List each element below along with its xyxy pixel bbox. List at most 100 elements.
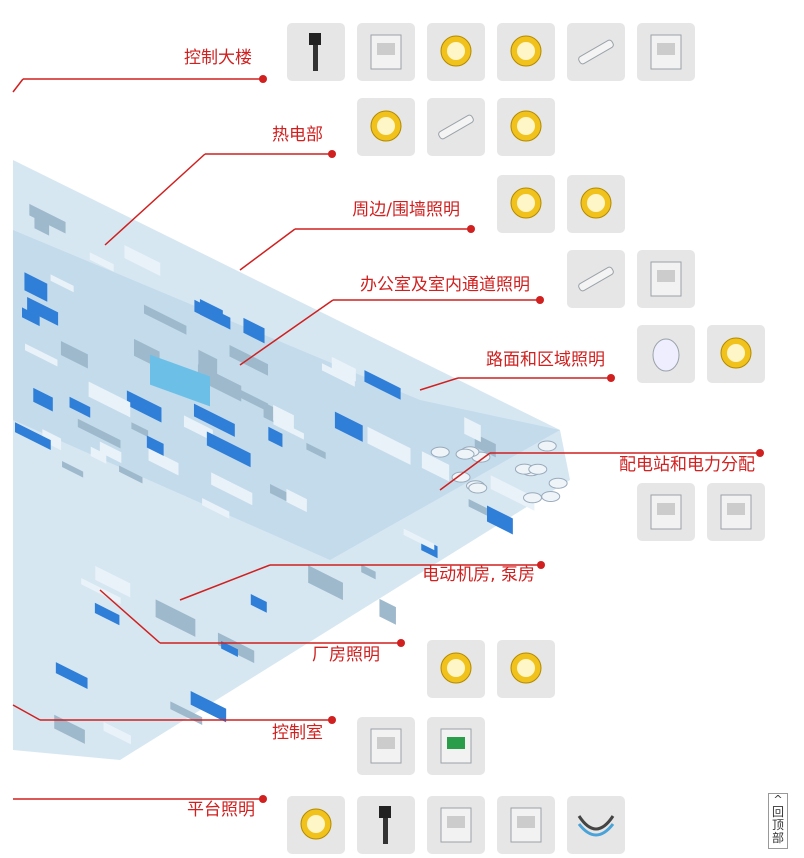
product-tile[interactable] (357, 796, 415, 854)
building (131, 422, 149, 438)
product-tile[interactable] (567, 175, 625, 233)
pendant-lamp-icon (720, 337, 752, 369)
flexible-conduit-icon (577, 815, 615, 837)
building (50, 274, 74, 293)
section-label[interactable]: 办公室及室内通道照明 (360, 275, 530, 295)
street-light-icon (652, 338, 680, 372)
product-tile[interactable] (567, 796, 625, 854)
section-label[interactable]: 配电站和电力分配 (619, 455, 755, 475)
building (33, 387, 53, 412)
spotlight-icon (580, 187, 612, 219)
floodlight-icon (510, 35, 542, 67)
exit-sign-icon (440, 728, 472, 764)
building (221, 640, 238, 657)
product-tile[interactable] (567, 23, 625, 81)
product-tile[interactable] (497, 796, 555, 854)
building (230, 384, 269, 412)
product-tile[interactable] (567, 250, 625, 308)
pole-light-icon (379, 806, 391, 844)
tube-light-icon (578, 266, 614, 292)
building (15, 422, 51, 451)
product-tile[interactable] (287, 23, 345, 81)
product-tile[interactable] (427, 640, 485, 698)
glass-dome-lamp-icon (370, 110, 402, 142)
building (268, 426, 283, 448)
product-tile[interactable] (287, 796, 345, 854)
building (217, 632, 255, 664)
section-label[interactable]: 厂房照明 (312, 645, 380, 665)
building (202, 498, 230, 519)
led-strip-fixture-icon (438, 114, 474, 140)
building (321, 363, 355, 387)
building (190, 690, 227, 723)
building (21, 307, 40, 327)
product-tile[interactable] (497, 175, 555, 233)
product-tile[interactable] (497, 23, 555, 81)
building (77, 418, 121, 449)
building (89, 252, 114, 272)
section-label[interactable]: 路面和区域照明 (486, 350, 605, 370)
panel-floodlight-icon (510, 187, 542, 219)
building (486, 505, 513, 535)
building (34, 215, 50, 236)
section-label[interactable]: 电动机房, 泵房 (422, 565, 535, 585)
product-tile[interactable] (357, 98, 415, 156)
product-tile[interactable] (427, 98, 485, 156)
platform-lamp-icon (300, 808, 332, 840)
product-tile[interactable] (357, 23, 415, 81)
product-tile[interactable] (707, 325, 765, 383)
junction-box-icon (650, 261, 682, 297)
building (198, 349, 218, 377)
product-tile[interactable] (427, 23, 485, 81)
emergency-light-icon (370, 728, 402, 764)
building (183, 415, 213, 442)
building (54, 714, 85, 744)
building (143, 304, 187, 335)
building (88, 381, 131, 418)
building (211, 472, 253, 506)
building (42, 429, 62, 451)
building (146, 435, 164, 456)
building (119, 465, 143, 484)
building (124, 245, 161, 276)
product-tile[interactable] (497, 98, 555, 156)
product-tile[interactable] (427, 717, 485, 775)
building (273, 404, 294, 431)
building (103, 721, 131, 745)
section-label[interactable]: 周边/围墙照明 (352, 200, 460, 220)
section-label[interactable]: 控制大楼 (184, 48, 252, 68)
product-tile[interactable] (707, 483, 765, 541)
back-to-top-button[interactable]: ^ 回顶部 (768, 793, 788, 849)
building (25, 343, 58, 367)
chevron-up-icon: ^ (773, 793, 783, 806)
building (367, 426, 411, 465)
building (490, 475, 535, 511)
explosion-proof-panel-icon (370, 34, 402, 70)
building (206, 431, 251, 468)
building (306, 442, 326, 460)
product-tile[interactable] (637, 23, 695, 81)
product-tile[interactable] (637, 250, 695, 308)
product-tile[interactable] (357, 717, 415, 775)
building (331, 356, 356, 382)
floodlight-icon (440, 652, 472, 684)
product-tile[interactable] (497, 640, 555, 698)
building (194, 299, 231, 330)
building (62, 460, 84, 478)
building (55, 662, 88, 689)
distribution-cabinet-icon (650, 494, 682, 530)
product-tile[interactable] (427, 796, 485, 854)
building (334, 411, 363, 442)
section-label[interactable]: 热电部 (272, 125, 323, 145)
building (69, 396, 91, 418)
building (90, 446, 107, 464)
building (364, 370, 401, 400)
building (464, 417, 481, 443)
product-tile[interactable] (637, 483, 695, 541)
building (379, 598, 396, 625)
product-tile[interactable] (637, 325, 695, 383)
building (24, 272, 48, 302)
section-label[interactable]: 控制室 (272, 723, 323, 743)
building (155, 599, 196, 637)
section-label[interactable]: 平台照明 (187, 800, 255, 820)
